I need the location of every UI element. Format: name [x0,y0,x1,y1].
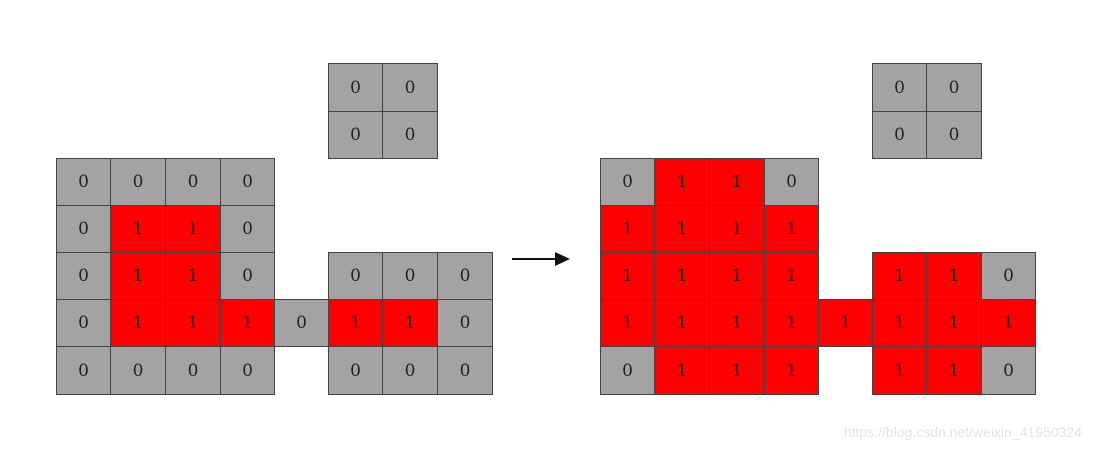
grid-cell: 1 [709,205,765,253]
grid-cell: 0 [981,346,1036,395]
grid-cell: 0 [328,346,383,395]
grid-cell: 1 [165,299,221,347]
grid-cell: 1 [872,252,927,300]
grid-cell: 1 [600,205,655,253]
grid-cell: 0 [437,299,493,347]
grid-cell: 1 [165,252,221,300]
grid-cell: 0 [437,252,493,300]
grid-cell: 0 [220,158,275,206]
grid-cell: 1 [110,299,166,347]
grid-cell: 1 [764,252,819,300]
grid-cell: 1 [654,158,710,206]
grid-cell: 1 [709,252,765,300]
grid-cell: 1 [764,205,819,253]
grid-cell: 0 [56,158,111,206]
grid-cell: 1 [654,205,710,253]
grid-cell: 1 [764,346,819,395]
grid-cell: 0 [600,158,655,206]
grid-cell: 0 [56,346,111,395]
grid-cell: 0 [56,205,111,253]
grid-cell: 1 [600,299,655,347]
grid-cell: 0 [926,111,982,159]
grid-cell: 0 [382,63,438,112]
grid-cell: 0 [382,346,438,395]
grid-cell: 1 [872,299,927,347]
grid-cell: 0 [220,252,275,300]
grid-cell: 1 [654,346,710,395]
grid-cell: 0 [56,252,111,300]
grid-cell: 1 [110,252,166,300]
grid-cell: 0 [220,205,275,253]
grid-cell: 1 [382,299,438,347]
grid-cell: 0 [328,63,383,112]
grid-cell: 1 [709,299,765,347]
grid-cell: 0 [764,158,819,206]
grid-cell: 1 [165,205,221,253]
right-arrow-icon [512,252,570,266]
grid-cell: 0 [872,63,927,112]
grid-cell: 0 [110,158,166,206]
grid-cell: 1 [654,299,710,347]
grid-cell: 1 [600,252,655,300]
grid-cell: 1 [709,346,765,395]
grid-cell: 1 [981,299,1036,347]
watermark-text: https://blog.csdn.net/weixin_41950324 [843,424,1082,440]
grid-cell: 0 [382,111,438,159]
grid-cell: 0 [872,111,927,159]
grid-cell: 1 [220,299,275,347]
grid-cell: 0 [274,299,329,347]
grid-cell: 1 [328,299,383,347]
grid-cell: 0 [56,299,111,347]
grid-cell: 0 [165,346,221,395]
grid-cell: 0 [437,346,493,395]
grid-cell: 1 [926,299,982,347]
grid-cell: 0 [926,63,982,112]
grid-cell: 1 [926,346,982,395]
grid-cell: 1 [872,346,927,395]
grid-cell: 1 [818,299,873,347]
grid-cell: 0 [328,252,383,300]
grid-cell: 0 [600,346,655,395]
grid-cell: 0 [220,346,275,395]
grid-cell: 0 [110,346,166,395]
grid-cell: 1 [709,158,765,206]
grid-cell: 1 [654,252,710,300]
grid-cell: 0 [382,252,438,300]
grid-cell: 1 [110,205,166,253]
grid-cell: 0 [328,111,383,159]
grid-cell: 0 [165,158,221,206]
grid-cell: 1 [764,299,819,347]
grid-cell: 0 [981,252,1036,300]
grid-cell: 1 [926,252,982,300]
